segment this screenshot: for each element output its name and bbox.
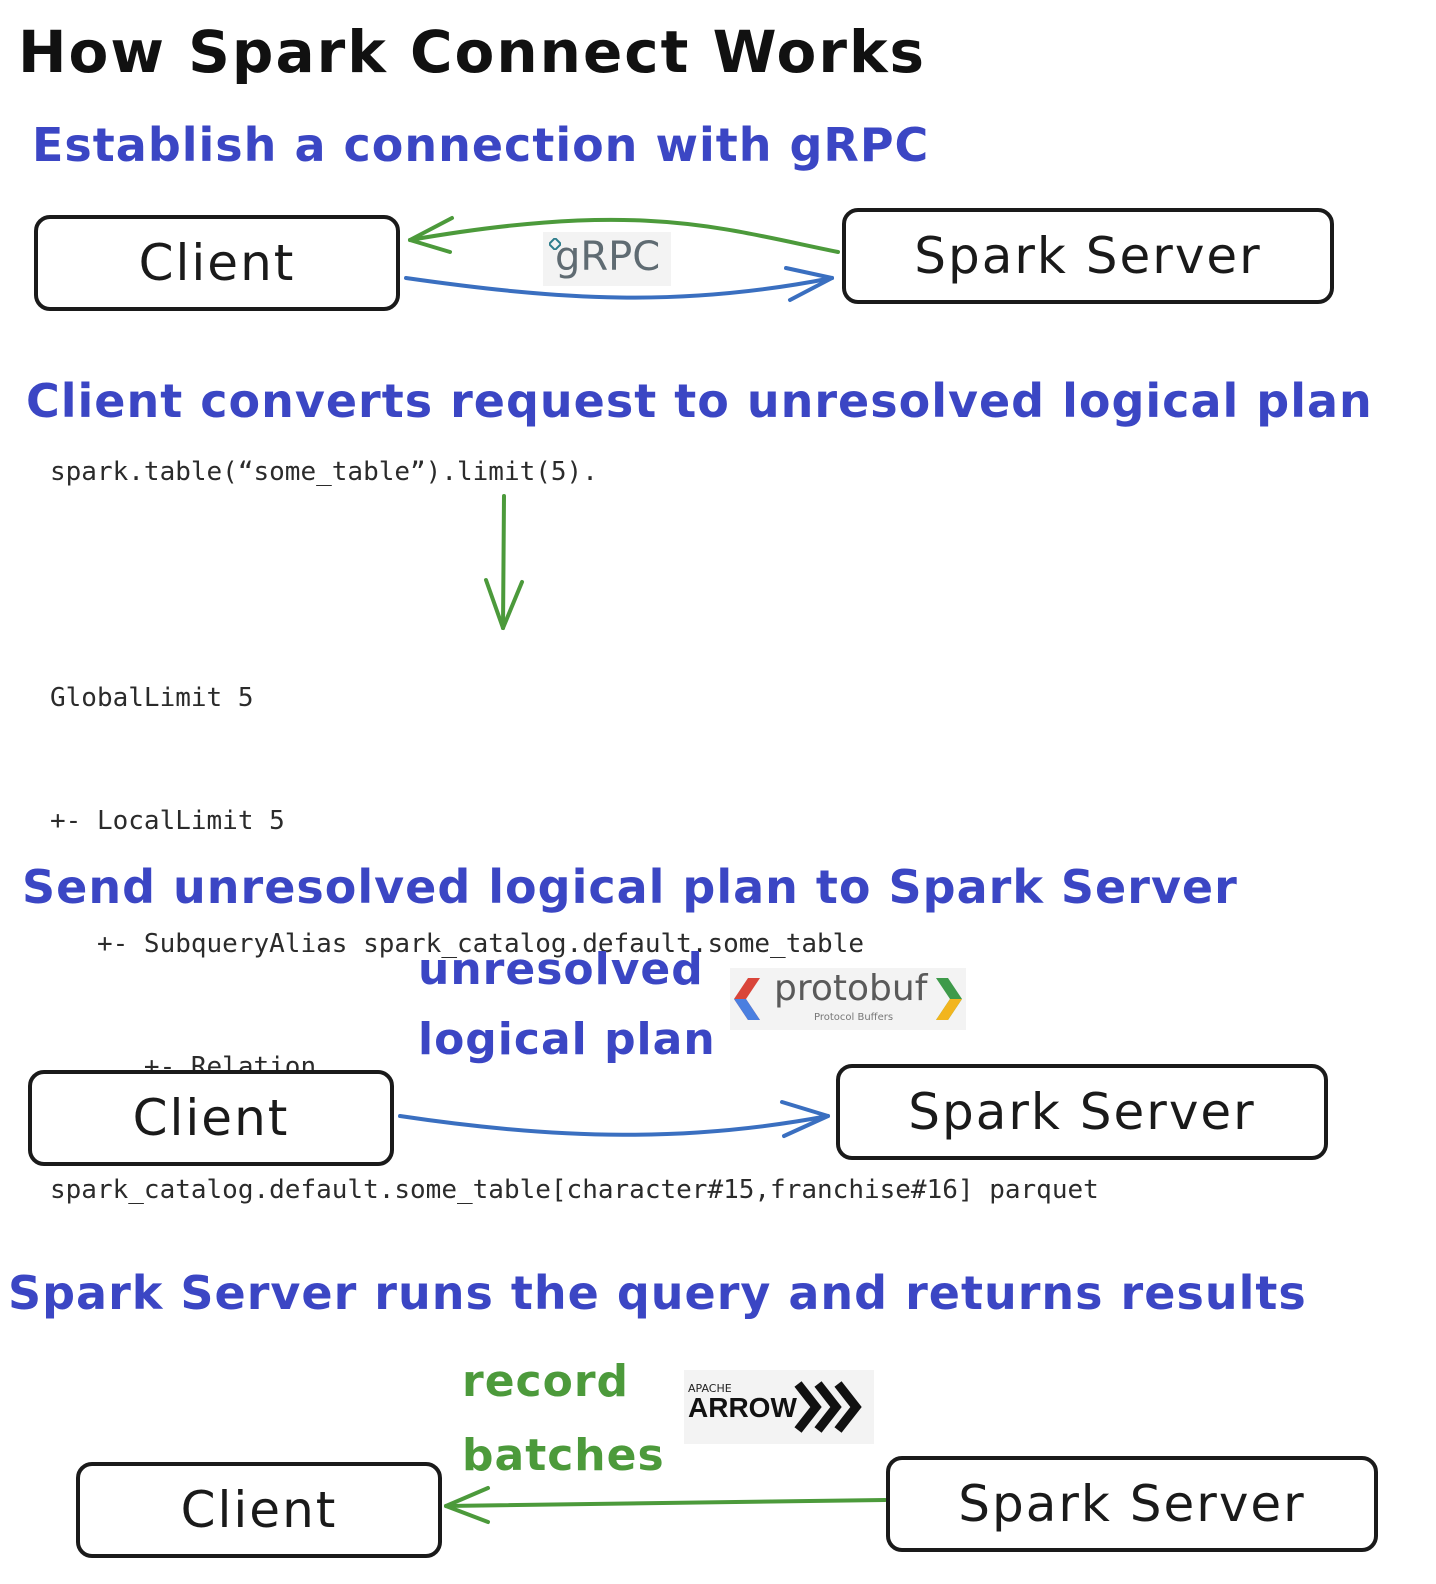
grpc-logo-text: gRPC [555,234,661,280]
client-node: Client [76,1462,442,1558]
page-title: How Spark Connect Works [18,18,927,86]
arrow-chevrons-icon [794,1381,862,1433]
spark-server-label: Spark Server [958,1475,1306,1533]
spark-server-label: Spark Server [914,227,1262,285]
plan-line: spark_catalog.default.some_table[charact… [50,1175,1099,1205]
client-label: Client [132,1089,290,1147]
spark-server-node: Spark Server [836,1064,1328,1160]
section-heading-convert: Client converts request to unresolved lo… [26,374,1373,428]
protobuf-logo: protobuf Protocol Buffers [730,968,966,1030]
section-heading-send: Send unresolved logical plan to Spark Se… [22,860,1238,914]
apache-arrow-logo: APACHE ARROW [684,1370,874,1444]
plan-send-arrow [398,1100,830,1138]
spark-server-node: Spark Server [842,208,1334,304]
request-code: spark.table(“some_table”).limit(5). [50,457,598,487]
grpc-logo: gRPC [543,232,671,286]
apache-arrow-subtext: APACHE [688,1382,732,1395]
client-node: Client [28,1070,394,1166]
section-heading-connection: Establish a connection with gRPC [32,118,930,172]
spark-server-label: Spark Server [908,1083,1256,1141]
record-batches-label-line1: record [462,1356,630,1407]
section-heading-results: Spark Server runs the query and returns … [8,1266,1307,1320]
grpc-diamond-icon [549,238,561,250]
convert-down-arrow [484,494,524,630]
protobuf-chevrons-icon [734,978,962,1020]
protobuf-logo-text: protobuf [774,968,928,1009]
grpc-return-arrow [408,216,840,254]
plan-line: +- SubqueryAlias spark_catalog.default.s… [50,929,864,959]
results-return-arrow [444,1486,887,1524]
unresolved-label-line2: logical plan [418,1014,716,1065]
grpc-request-arrow [404,266,834,302]
plan-line: GlobalLimit 5 [50,683,254,713]
record-batches-label-line2: batches [462,1430,665,1481]
spark-server-node: Spark Server [886,1456,1378,1552]
apache-arrow-text: ARROW [688,1392,797,1423]
client-label: Client [138,234,296,292]
protobuf-logo-subtext: Protocol Buffers [814,1012,894,1023]
unresolved-label-line1: unresolved [418,944,704,995]
client-node: Client [34,215,400,311]
client-label: Client [180,1481,338,1539]
plan-line: +- LocalLimit 5 [50,806,285,836]
